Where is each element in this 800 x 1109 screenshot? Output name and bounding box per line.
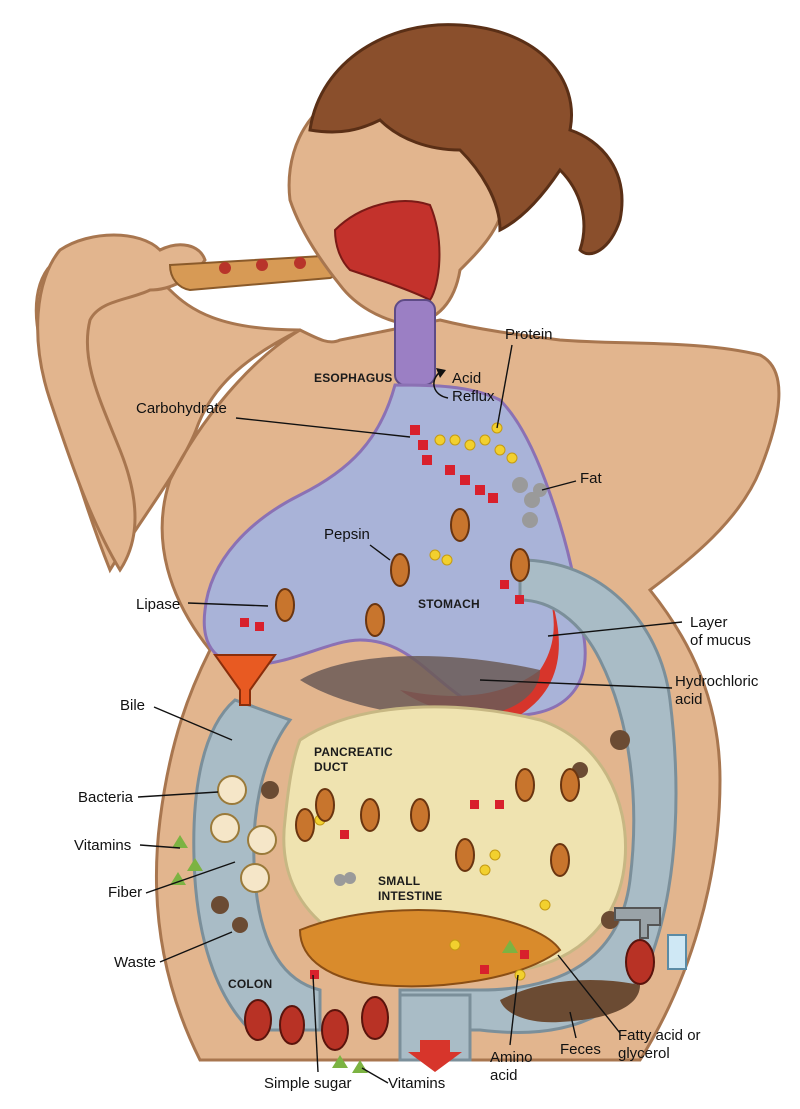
pepsin-label: Pepsin	[324, 526, 370, 543]
bean-characters	[244, 939, 655, 1051]
lipase-label: Lipase	[136, 596, 181, 613]
arm-and-hand	[36, 233, 207, 573]
bile-label: Bile	[120, 697, 146, 714]
acid-reflux-arrow-icon	[433, 371, 449, 399]
simple-sugar-label: Simple sugar	[264, 1075, 352, 1092]
water-glass-icon	[667, 934, 687, 970]
protein-particles	[314, 422, 551, 981]
hydrochloric-acid-label: Hydrochloric acid	[675, 673, 759, 708]
vitamin-particles	[170, 835, 518, 1073]
protein-label: Protein	[505, 326, 553, 343]
exit-arrow-icon	[408, 1040, 462, 1072]
faucet-icon	[614, 907, 661, 939]
mouth-cavity	[333, 200, 441, 302]
leader-lines	[137, 344, 683, 1084]
waste-label: Waste	[114, 954, 156, 971]
vitamins-left-label: Vitamins	[74, 837, 132, 854]
small-intestine-label: SMALL INTESTINE	[378, 874, 443, 903]
feces-mass	[500, 980, 640, 1023]
layer-of-mucus-label: Layer of mucus	[690, 614, 751, 649]
amino-acid-label: Amino acid	[490, 1049, 533, 1084]
hair	[308, 23, 624, 256]
fatty-acid-or-glycerol-label: Fatty acid or glycerol	[618, 1027, 701, 1062]
intestinal-villi	[298, 909, 562, 988]
fat-label: Fat	[580, 470, 602, 487]
stomach-acid-pool	[300, 656, 540, 719]
esophagus-tube	[394, 299, 436, 386]
bacteria-label: Bacteria	[78, 789, 134, 806]
stomach-label: STOMACH	[418, 597, 480, 611]
enzyme-workers	[275, 508, 580, 877]
colon-label: COLON	[228, 977, 273, 991]
feces-label: Feces	[560, 1041, 601, 1058]
pancreatic-duct-label: PANCREATIC DUCT	[314, 745, 393, 774]
vitamins-bottom-label: Vitamins	[388, 1075, 446, 1092]
esophagus-label: ESOPHAGUS	[314, 371, 393, 385]
bile-funnel	[213, 654, 277, 706]
fiber-label: Fiber	[108, 884, 143, 901]
carbohydrate-label: Carbohydrate	[136, 400, 227, 417]
bacteria-creatures	[210, 775, 277, 893]
acid-reflux-label: Acid Reflux	[452, 370, 495, 405]
fat-particles	[334, 477, 547, 886]
carbohydrate-particles	[240, 425, 529, 979]
